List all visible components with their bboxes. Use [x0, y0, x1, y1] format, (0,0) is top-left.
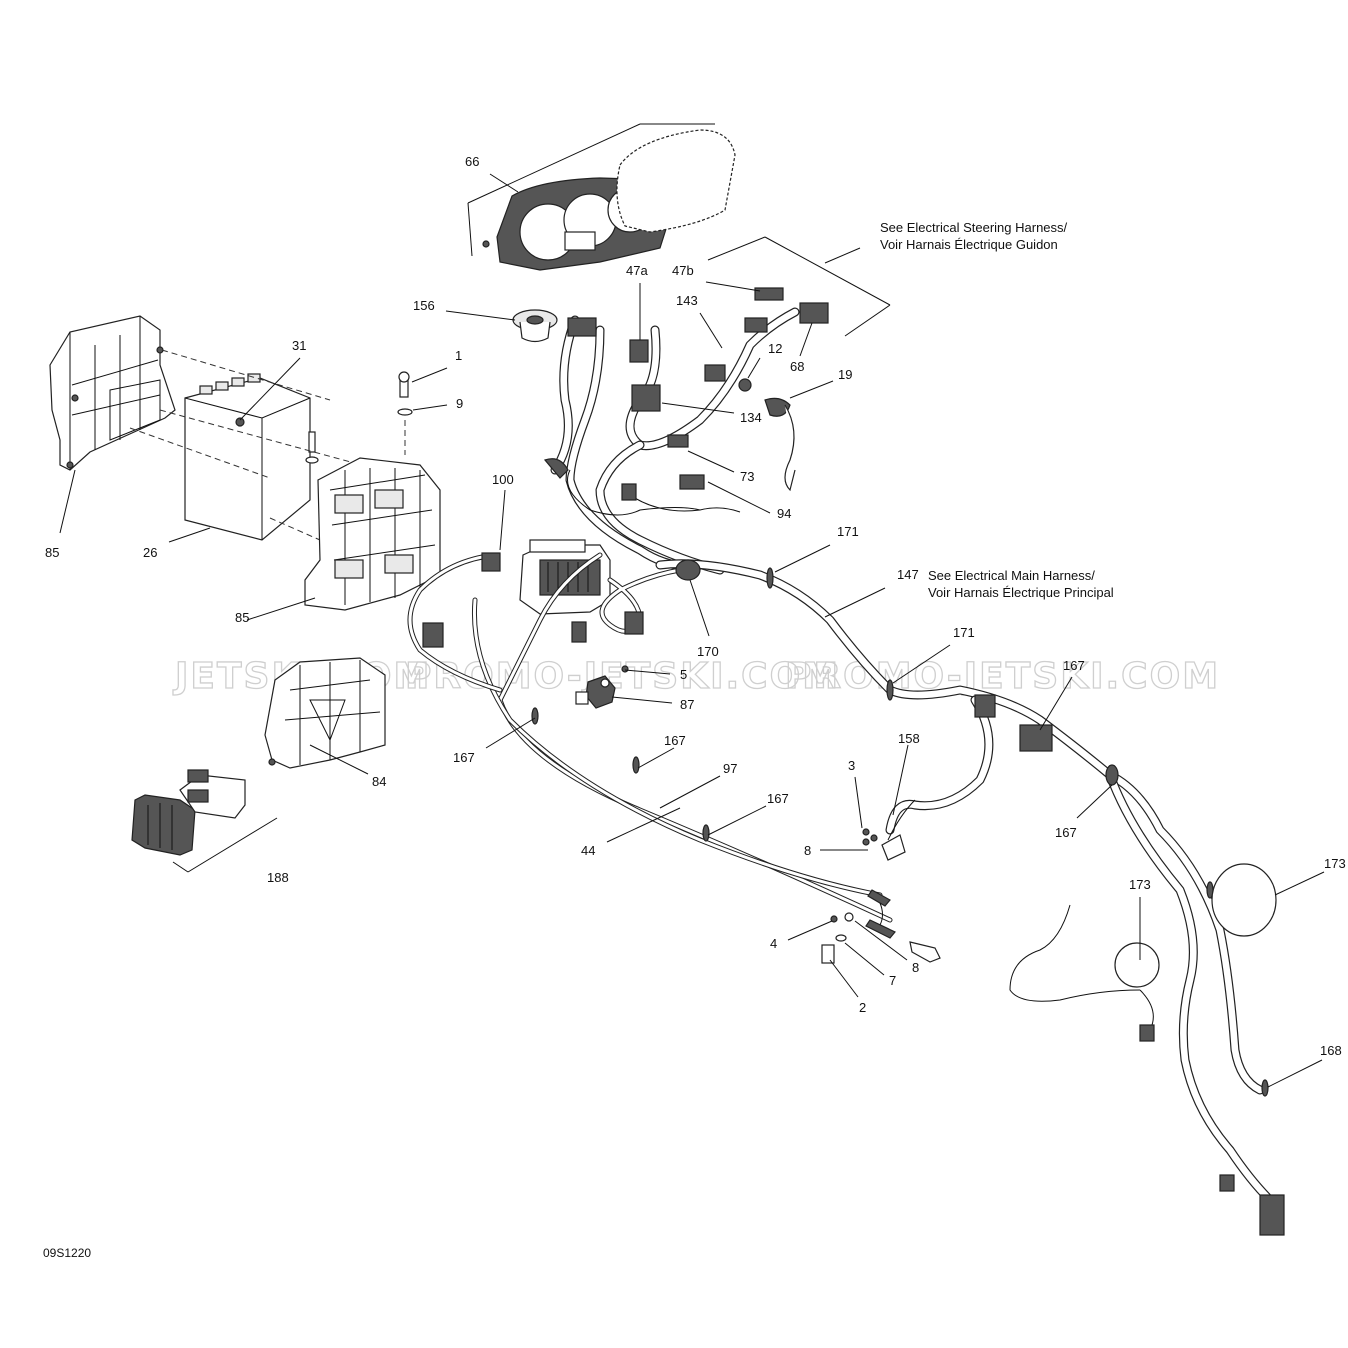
- bracket-part: [264, 657, 386, 769]
- cap-part: [512, 309, 558, 343]
- hardware-parts: [821, 799, 941, 964]
- callout-47b: 47b: [672, 263, 694, 278]
- callout-167-lower: 167: [767, 791, 789, 806]
- callout-167-left: 167: [453, 750, 475, 765]
- callout-158: 158: [898, 731, 920, 746]
- callout-4: 4: [770, 936, 777, 951]
- callout-3: 3: [848, 758, 855, 773]
- battery-part: [184, 373, 311, 541]
- callout-1: 1: [455, 348, 462, 363]
- callout-188: 188: [267, 870, 289, 885]
- alignment-lines: [129, 349, 381, 541]
- callout-2: 2: [859, 1000, 866, 1015]
- callout-84: 84: [372, 774, 386, 789]
- callout-171-upper: 171: [837, 524, 859, 539]
- callout-173-right: 173: [1324, 856, 1346, 871]
- callout-12: 12: [768, 341, 782, 356]
- callout-167-right-lower: 167: [1055, 825, 1077, 840]
- callout-94: 94: [777, 506, 791, 521]
- callout-171-lower: 171: [953, 625, 975, 640]
- steering-harness-note-line-2: Voir Harnais Électrique Guidon: [880, 237, 1058, 252]
- callout-68: 68: [790, 359, 804, 374]
- bolt-washer-parts: [305, 371, 413, 464]
- callout-31: 31: [292, 338, 306, 353]
- callout-9: 9: [456, 396, 463, 411]
- diagram-code: 09S1220: [43, 1246, 91, 1260]
- main-harness-note-line-1: See Electrical Main Harness/: [928, 568, 1095, 583]
- callout-143: 143: [676, 293, 698, 308]
- watermark-text-3: PROMO-JETSKI.COM: [785, 656, 1220, 697]
- callout-134: 134: [740, 410, 762, 425]
- callout-labels: 66 47a 47b 143 156 12 68 19 134 73 94 31…: [45, 154, 1346, 1058]
- battery-tray-right-part: [304, 457, 441, 611]
- main-harness-note-line-2: Voir Harnais Électrique Principal: [928, 585, 1114, 600]
- callout-147: 147: [897, 567, 919, 582]
- leader-lines: [59, 173, 1325, 1088]
- callout-47a: 47a: [626, 263, 648, 278]
- battery-tray-left-part: [49, 315, 176, 471]
- callout-26: 26: [143, 545, 157, 560]
- callout-100: 100: [492, 472, 514, 487]
- regulator-part: [131, 769, 278, 873]
- callout-167-middle: 167: [664, 733, 686, 748]
- callout-44: 44: [581, 843, 595, 858]
- callout-85-right: 85: [235, 610, 249, 625]
- callout-170: 170: [697, 644, 719, 659]
- main-harness-wires: [407, 307, 1275, 1205]
- wire-ties: [531, 559, 1277, 1097]
- callout-66: 66: [465, 154, 479, 169]
- callout-19: 19: [838, 367, 852, 382]
- relay-part: [575, 665, 629, 709]
- callout-8-upper: 8: [804, 843, 811, 858]
- callout-85-left: 85: [45, 545, 59, 560]
- watermark: JETSKI.COM PROMO-JETSKI.COM PROMO-JETSKI…: [171, 655, 1220, 697]
- callout-167-right-upper: 167: [1063, 658, 1085, 673]
- steering-harness-note-line-1: See Electrical Steering Harness/: [880, 220, 1068, 235]
- callout-173-left: 173: [1129, 877, 1151, 892]
- callout-7: 7: [889, 973, 896, 988]
- connectors: [422, 287, 1285, 1236]
- reference-notes: See Electrical Steering Harness/ Voir Ha…: [880, 220, 1114, 600]
- fuse-box-part: [519, 539, 611, 615]
- callout-87: 87: [680, 697, 694, 712]
- callout-73: 73: [740, 469, 754, 484]
- instrument-cluster-part: [467, 123, 736, 271]
- callout-168: 168: [1320, 1043, 1342, 1058]
- callout-5: 5: [680, 667, 687, 682]
- watermark-text-2: PROMO-JETSKI.COM: [405, 656, 840, 697]
- callout-156: 156: [413, 298, 435, 313]
- callout-97: 97: [723, 761, 737, 776]
- callout-8-lower: 8: [912, 960, 919, 975]
